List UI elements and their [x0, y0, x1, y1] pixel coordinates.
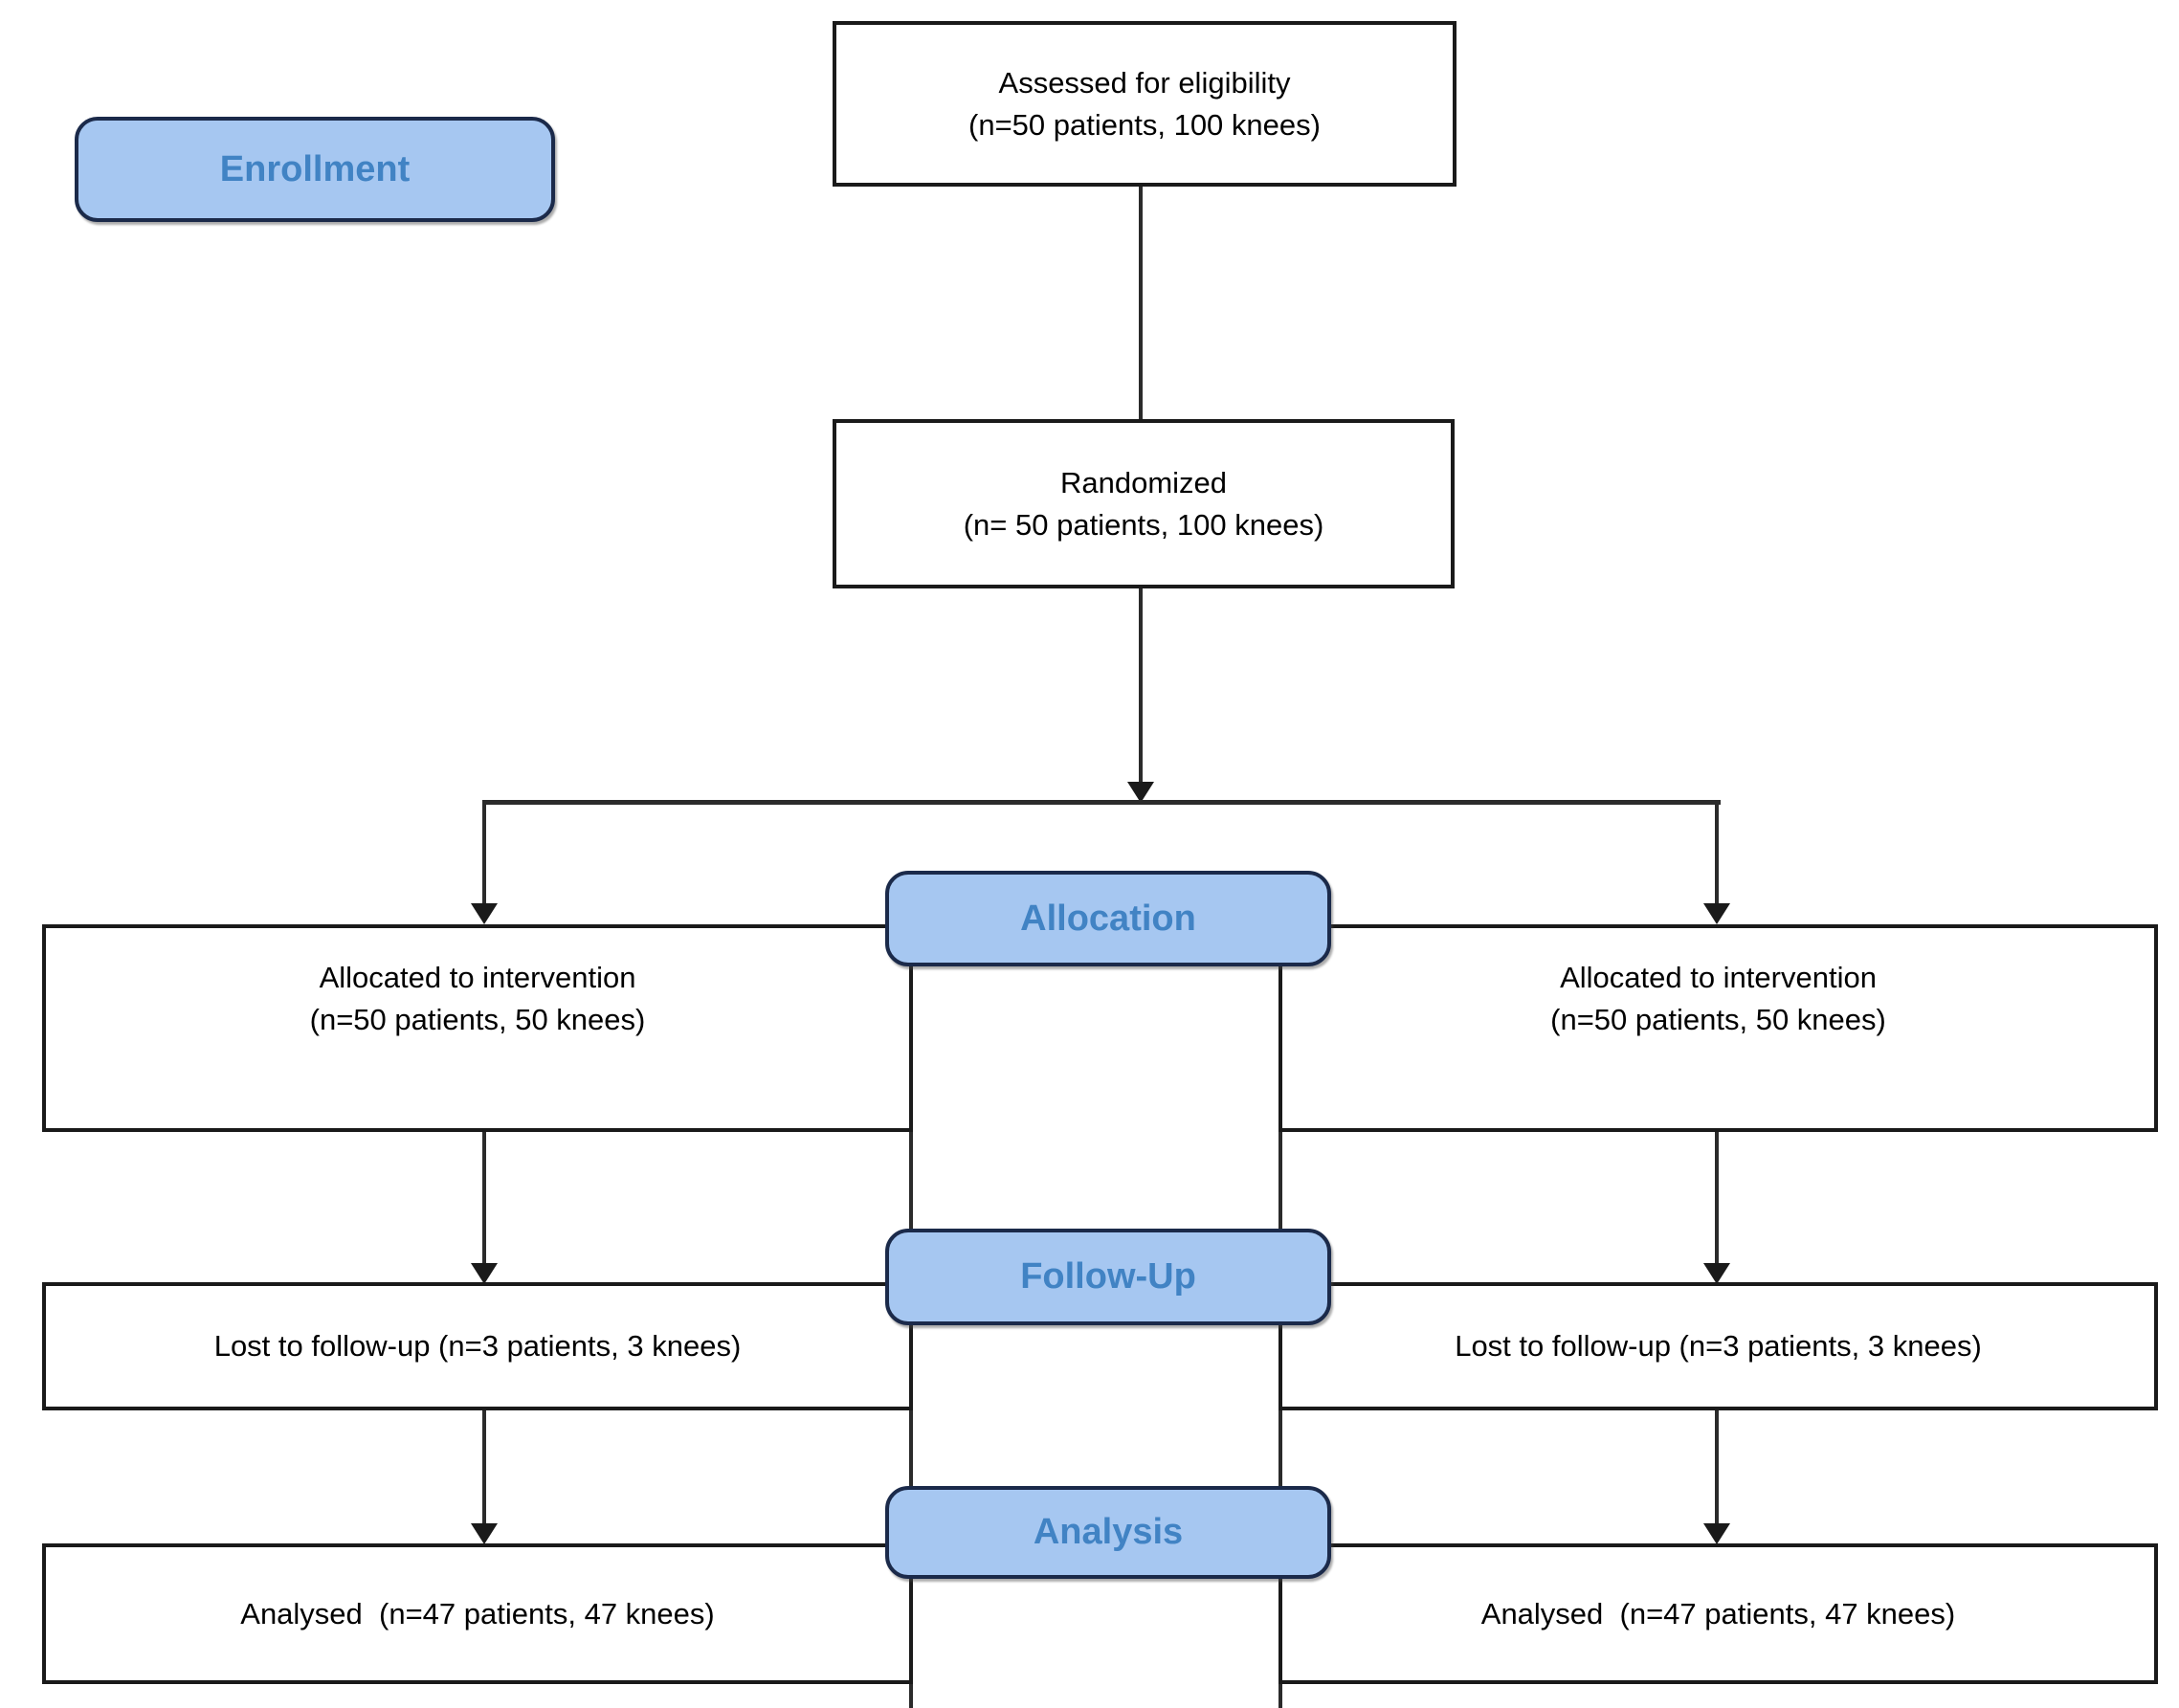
branch-left-drop: [482, 800, 486, 905]
arrow-down-icon: [1703, 1523, 1730, 1544]
arrow-down-icon: [1703, 1263, 1730, 1284]
arrow-down-icon: [1703, 903, 1730, 924]
lost-right-text: Lost to follow-up (n=3 patients, 3 knees…: [1455, 1329, 1982, 1363]
arrow-down-icon: [471, 1263, 498, 1284]
analysed-right-box: Analysed (n=47 patients, 47 knees): [1278, 1543, 2158, 1684]
analysed-left-text: Analysed (n=47 patients, 47 knees): [240, 1596, 715, 1630]
eligibility-box: Assessed for eligibility (n=50 patients,…: [833, 21, 1456, 187]
connector-eligibility-to-randomized: [1139, 185, 1143, 421]
allocated-right-line2: (n=50 patients, 50 knees): [1550, 1003, 1886, 1036]
stage-follow-up-label: Follow-Up: [1020, 1256, 1196, 1297]
allocated-right-line1: Allocated to intervention: [1560, 961, 1877, 994]
arrow-down-icon: [471, 903, 498, 924]
stage-allocation: Allocation: [885, 871, 1331, 966]
branch-line: [484, 800, 1721, 805]
stage-enrollment-label: Enrollment: [219, 148, 411, 189]
connector-lostleft-to-analysedleft: [482, 1410, 486, 1525]
allocated-left-line2: (n=50 patients, 50 knees): [309, 1003, 646, 1036]
connector-randomized-to-branch: [1139, 587, 1143, 785]
randomized-box: Randomized (n= 50 patients, 100 knees): [833, 419, 1455, 588]
analysed-right-text: Analysed (n=47 patients, 47 knees): [1480, 1596, 1956, 1630]
lost-right-box: Lost to follow-up (n=3 patients, 3 knees…: [1278, 1282, 2158, 1410]
stage-allocation-label: Allocation: [1020, 898, 1196, 939]
branch-right-drop: [1715, 800, 1719, 905]
allocated-left-box: Allocated to intervention (n=50 patients…: [42, 924, 913, 1132]
stage-follow-up: Follow-Up: [885, 1229, 1331, 1325]
arrow-down-icon: [471, 1523, 498, 1544]
eligibility-line2: (n=50 patients, 100 knees): [968, 107, 1321, 142]
stage-enrollment: Enrollment: [75, 117, 555, 222]
lost-left-box: Lost to follow-up (n=3 patients, 3 knees…: [42, 1282, 913, 1410]
connector-lostright-to-analysedright: [1715, 1410, 1719, 1525]
randomized-line1: Randomized: [1059, 465, 1228, 499]
analysed-left-box: Analysed (n=47 patients, 47 knees): [42, 1543, 913, 1684]
eligibility-line1: Assessed for eligibility: [998, 65, 1291, 100]
connector-allocleft-to-lostleft: [482, 1132, 486, 1266]
stage-analysis-label: Analysis: [1033, 1512, 1184, 1552]
randomized-line2: (n= 50 patients, 100 knees): [963, 507, 1324, 542]
lost-left-text: Lost to follow-up (n=3 patients, 3 knees…: [213, 1329, 742, 1363]
allocated-left-line1: Allocated to intervention: [319, 961, 636, 994]
stage-analysis: Analysis: [885, 1486, 1331, 1579]
arrow-down-icon: [1127, 782, 1154, 803]
allocated-right-box: Allocated to intervention (n=50 patients…: [1278, 924, 2158, 1132]
connector-allocright-to-lostright: [1715, 1132, 1719, 1266]
